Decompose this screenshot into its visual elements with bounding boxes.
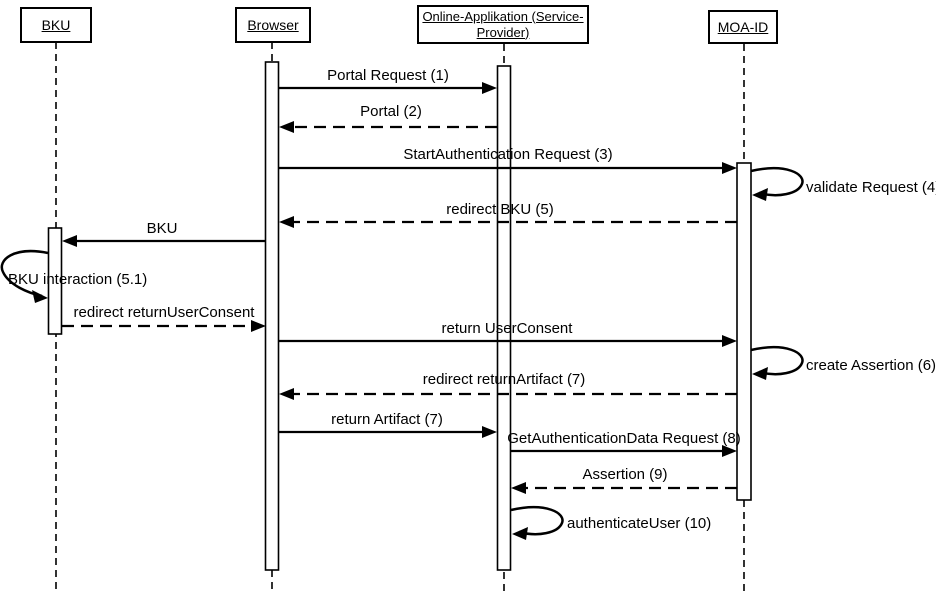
activation-bar-online-applikation <box>496 65 512 571</box>
actor-label-moa-id: MOA-ID <box>717 18 769 35</box>
message-arrows <box>0 82 804 540</box>
message-label-create-assertion: create Assertion (6) <box>806 357 936 374</box>
message-label-return-user-consent: return UserConsent <box>441 320 573 337</box>
arrow-portal <box>279 121 497 133</box>
arrow-bku <box>62 235 266 247</box>
actor-label-online-applikation: Online-Applikation (Service-Provider) <box>422 8 584 40</box>
message-label-start-authentication-request: StartAuthentication Request (3) <box>403 146 613 163</box>
message-label-redirect-return-artifact: redirect returnArtifact (7) <box>422 371 586 388</box>
message-label-authenticate-user: authenticateUser (10) <box>567 515 712 532</box>
arrow-create-assertion-self <box>750 346 804 380</box>
arrow-authenticate-user-self <box>510 506 564 540</box>
arrow-start-authentication-request <box>279 162 737 174</box>
message-label-assertion: Assertion (9) <box>582 466 668 483</box>
activation-bar-moa-id <box>736 162 752 501</box>
message-label-return-artifact: return Artifact (7) <box>331 411 443 428</box>
actor-box-online-applikation: Online-Applikation (Service-Provider) <box>417 5 589 44</box>
arrow-assertion <box>511 482 737 494</box>
arrow-validate-request-self <box>750 167 804 201</box>
activation-bars <box>47 61 752 571</box>
arrow-return-artifact <box>279 426 497 438</box>
message-label-redirect-return-user-consent: redirect returnUserConsent <box>73 304 255 321</box>
message-label-portal: Portal (2) <box>360 103 422 120</box>
message-label-bku-interaction: BKU interaction (5.1) <box>8 271 148 288</box>
message-label-redirect-bku: redirect BKU (5) <box>446 201 554 218</box>
arrow-portal-request <box>279 82 497 94</box>
actor-label-bku: BKU <box>41 16 71 33</box>
arrow-bku-interaction-self <box>0 249 49 303</box>
arrow-redirect-return-artifact <box>279 388 737 400</box>
actor-box-browser: Browser <box>235 7 311 43</box>
activation-bar-bku <box>47 227 63 335</box>
actor-label-browser: Browser <box>247 16 299 33</box>
arrow-redirect-return-user-consent <box>62 320 266 332</box>
arrow-get-authentication-data-request <box>511 445 737 457</box>
message-label-validate-request: validate Request (4) <box>806 179 936 196</box>
arrow-redirect-bku <box>279 216 737 228</box>
message-label-get-authentication-data-request: GetAuthenticationData Request (8) <box>507 430 741 447</box>
actor-box-moa-id: MOA-ID <box>708 10 778 44</box>
activation-bar-browser <box>264 61 280 571</box>
actor-box-bku: BKU <box>20 7 92 43</box>
message-label-bku: BKU <box>146 220 178 237</box>
arrow-return-user-consent <box>279 335 737 347</box>
message-label-portal-request: Portal Request (1) <box>327 67 449 84</box>
